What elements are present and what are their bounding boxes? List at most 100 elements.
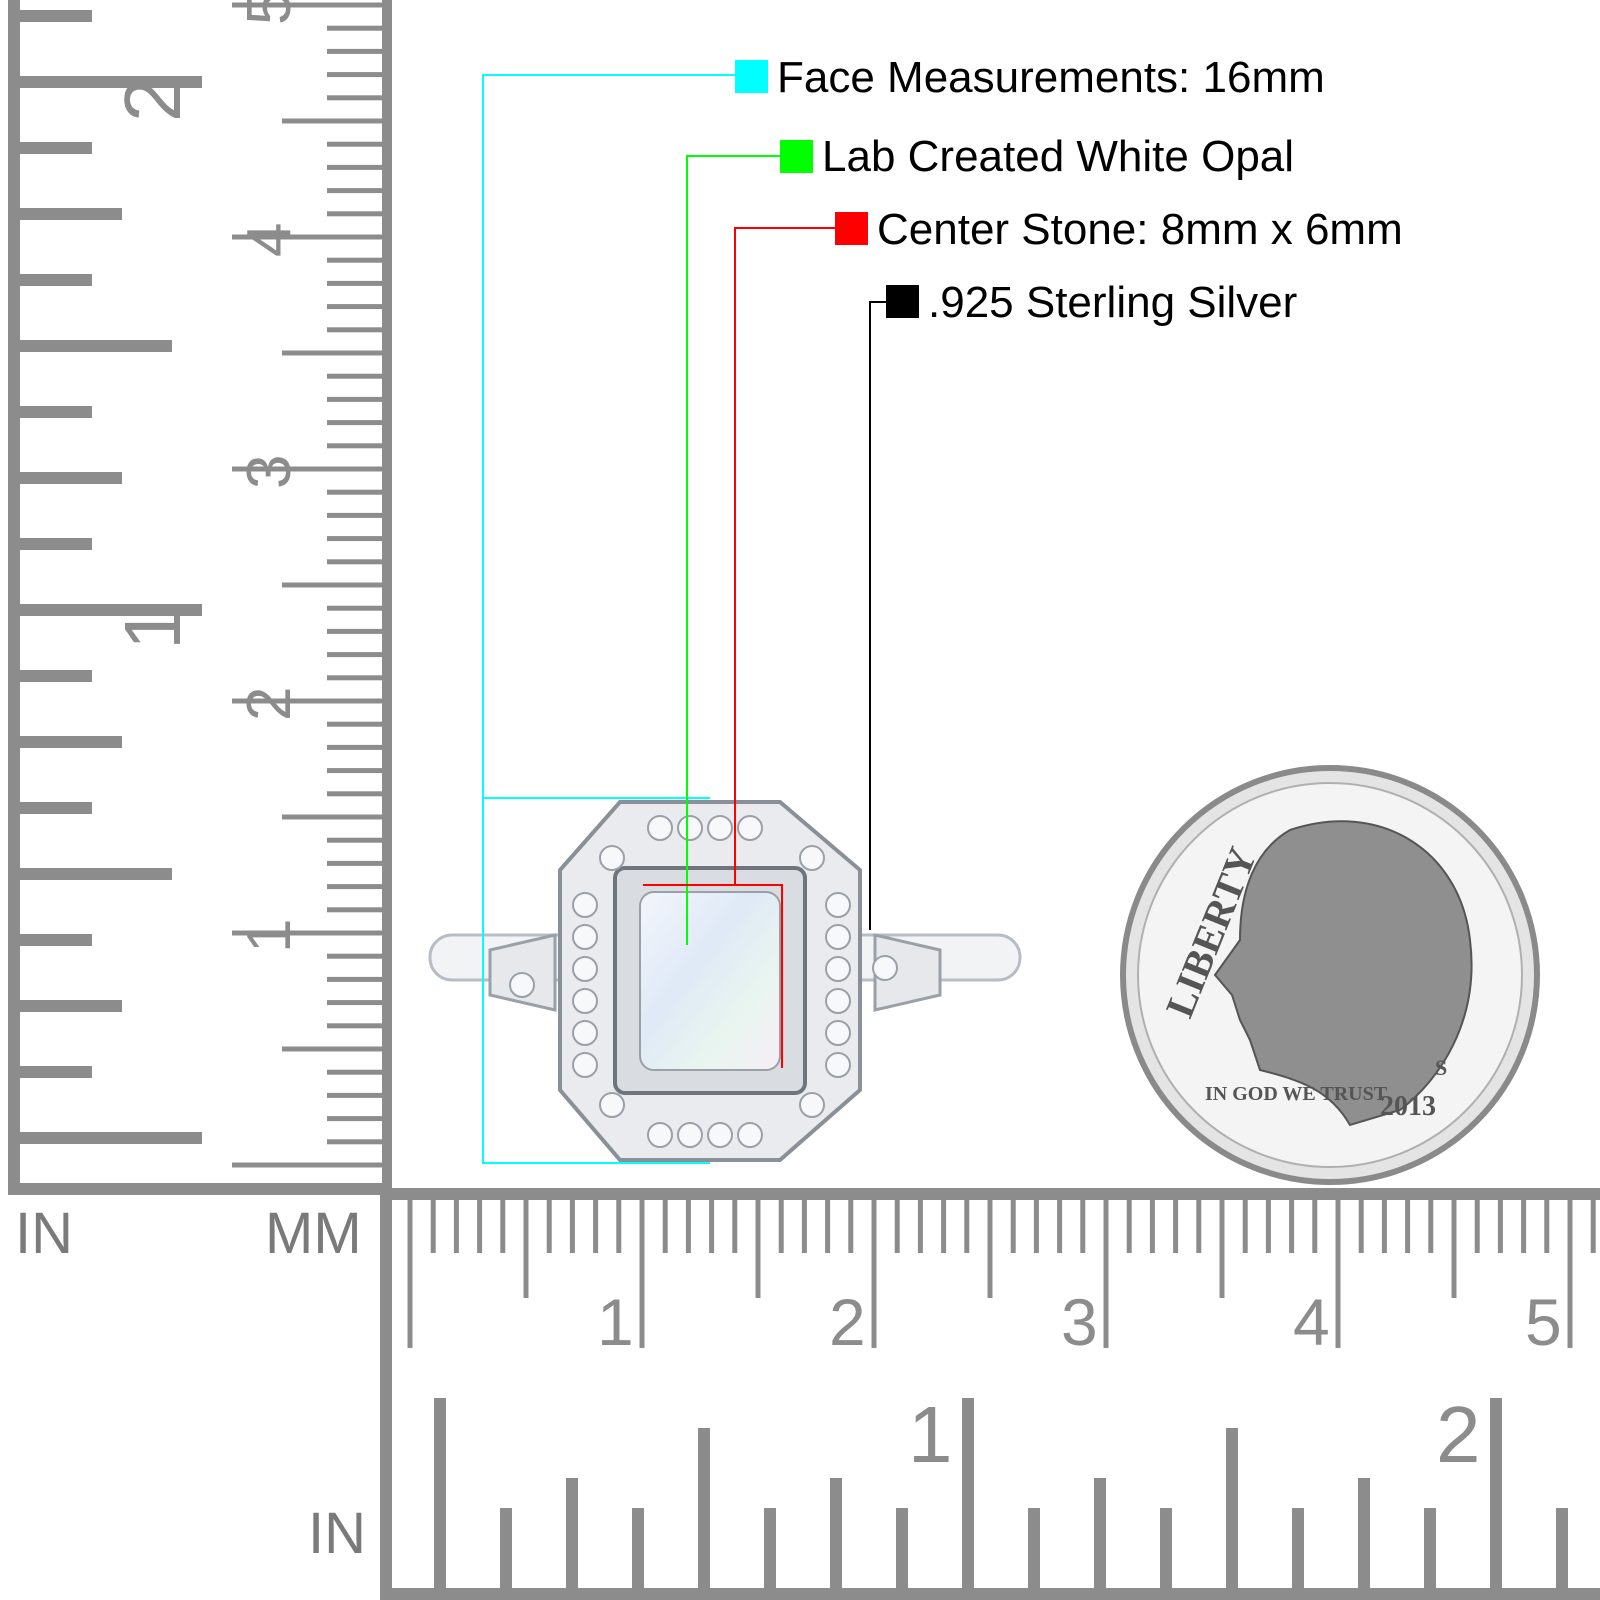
inch-tick — [1226, 1428, 1238, 1588]
inch-tick — [896, 1508, 908, 1588]
callout-line-metal — [869, 301, 886, 930]
accent-stone — [509, 972, 535, 998]
mm-tick — [327, 837, 382, 843]
mm-tick — [327, 443, 382, 449]
left-inch-unit-label: IN — [15, 1201, 73, 1266]
mm-tick — [232, 2, 382, 8]
mm-tick — [327, 72, 382, 78]
horizontal-cm-label: 2 — [829, 1285, 866, 1359]
mm-tick — [1474, 1198, 1480, 1253]
mm-tick — [1033, 1198, 1039, 1253]
inch-tick — [12, 1000, 122, 1012]
horizontal-cm-label: 3 — [1061, 1285, 1098, 1359]
mm-tick — [825, 1198, 831, 1253]
mm-tick — [685, 1198, 691, 1253]
callout-line-face — [482, 74, 735, 1164]
inch-tick — [12, 274, 92, 286]
mm-tick — [327, 420, 382, 426]
accent-stone — [707, 1122, 733, 1148]
inch-tick — [12, 736, 122, 748]
mm-tick — [327, 744, 382, 750]
mm-tick — [616, 1198, 622, 1253]
mm-tick — [327, 768, 382, 774]
mm-tick — [1126, 1198, 1132, 1253]
horizontal-ruler-edge — [380, 1188, 392, 1600]
inch-tick — [434, 1398, 446, 1588]
inch-tick — [12, 538, 92, 550]
callout-line-opal — [686, 155, 780, 945]
callout-stone-type: Lab Created White Opal — [822, 132, 1295, 181]
mm-tick — [662, 1198, 668, 1253]
mm-tick — [430, 1198, 436, 1253]
mm-tick — [500, 1198, 506, 1253]
mm-tick — [327, 257, 382, 263]
mm-tick — [1196, 1198, 1202, 1253]
mm-tick — [282, 118, 382, 124]
mm-tick — [327, 976, 382, 982]
mm-tick — [917, 1198, 923, 1253]
inch-tick — [12, 406, 92, 418]
mm-tick — [407, 1198, 413, 1348]
mm-tick — [1451, 1198, 1457, 1298]
inch-tick — [12, 142, 92, 154]
inch-tick — [12, 604, 202, 616]
mm-tick — [894, 1198, 900, 1253]
mm-tick — [232, 1162, 382, 1168]
inch-tick — [500, 1508, 512, 1588]
mm-tick — [546, 1198, 552, 1253]
inch-tick — [1028, 1508, 1040, 1588]
vertical-ruler-edge — [382, 0, 392, 1195]
mm-tick — [523, 1198, 529, 1298]
accent-stone — [677, 815, 703, 841]
inch-tick — [12, 10, 92, 22]
vertical-inch-label: 1 — [108, 606, 197, 651]
inch-tick — [12, 1066, 92, 1078]
accent-stone — [825, 956, 851, 982]
mm-tick — [1173, 1198, 1179, 1253]
mm-tick — [327, 48, 382, 54]
mm-tick — [1544, 1198, 1550, 1253]
mm-tick — [327, 1000, 382, 1006]
accent-stone — [572, 924, 598, 950]
vertical-cm-label: 3 — [235, 455, 304, 489]
mm-tick — [282, 350, 382, 356]
horizontal-inch-label: 2 — [1436, 1390, 1481, 1479]
vertical-inch-label: 2 — [108, 78, 197, 123]
mm-tick — [639, 1198, 645, 1348]
mm-tick — [232, 234, 382, 240]
mm-tick — [327, 25, 382, 31]
mm-tick — [1497, 1198, 1503, 1253]
inch-tick — [12, 934, 92, 946]
callout-marker-cyan — [735, 60, 768, 93]
mm-tick — [1265, 1198, 1271, 1253]
mm-tick — [1358, 1198, 1364, 1253]
mm-tick — [327, 860, 382, 866]
mm-tick — [1103, 1198, 1109, 1348]
accent-stone — [825, 988, 851, 1014]
mm-tick — [1335, 1198, 1341, 1348]
accent-stone — [572, 892, 598, 918]
mm-tick — [1590, 1198, 1596, 1253]
horizontal-cm-label: 4 — [1293, 1285, 1330, 1359]
mm-tick — [282, 582, 382, 588]
inch-tick — [1094, 1478, 1106, 1588]
callout-marker-black — [886, 285, 919, 318]
inch-tick — [566, 1478, 578, 1588]
mm-tick — [327, 907, 382, 913]
coin-portrait — [1213, 820, 1473, 1127]
mm-tick — [1242, 1198, 1248, 1253]
mm-tick — [327, 1139, 382, 1145]
accent-stone — [572, 988, 598, 1014]
mm-tick — [327, 1069, 382, 1075]
accent-stone — [599, 845, 625, 871]
accent-stone — [647, 815, 673, 841]
mm-tick — [327, 95, 382, 101]
accent-stone — [707, 815, 733, 841]
callout-line-center-stone — [734, 227, 835, 885]
coin-motto: IN GOD WE TRUST — [1205, 1083, 1388, 1105]
bottom-inch-unit-label: IN — [308, 1501, 366, 1566]
inch-tick — [764, 1508, 776, 1588]
accent-stone — [872, 955, 898, 981]
